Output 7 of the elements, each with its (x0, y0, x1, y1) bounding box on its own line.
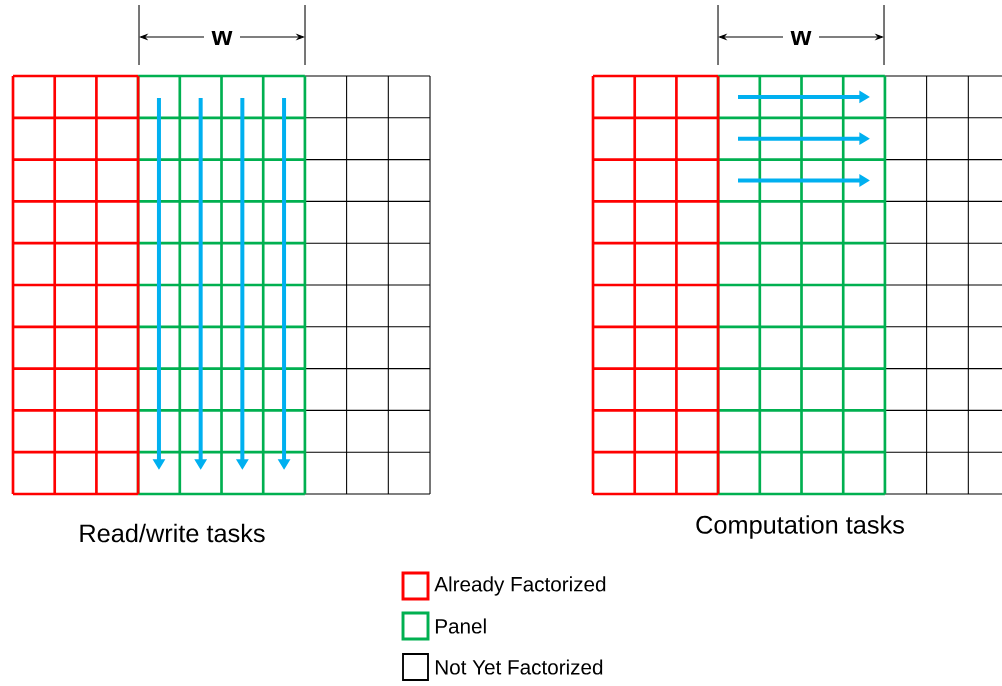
legend-label: Panel (435, 618, 486, 634)
caption: Read/write tasks (80, 523, 265, 543)
legend-label: Not Yet Factorized (435, 659, 603, 675)
legend-label: Already Factorized (434, 576, 606, 596)
dimension-label: w (790, 30, 812, 46)
caption: Computation tasks (696, 515, 904, 539)
dimension-label: w (211, 30, 233, 46)
